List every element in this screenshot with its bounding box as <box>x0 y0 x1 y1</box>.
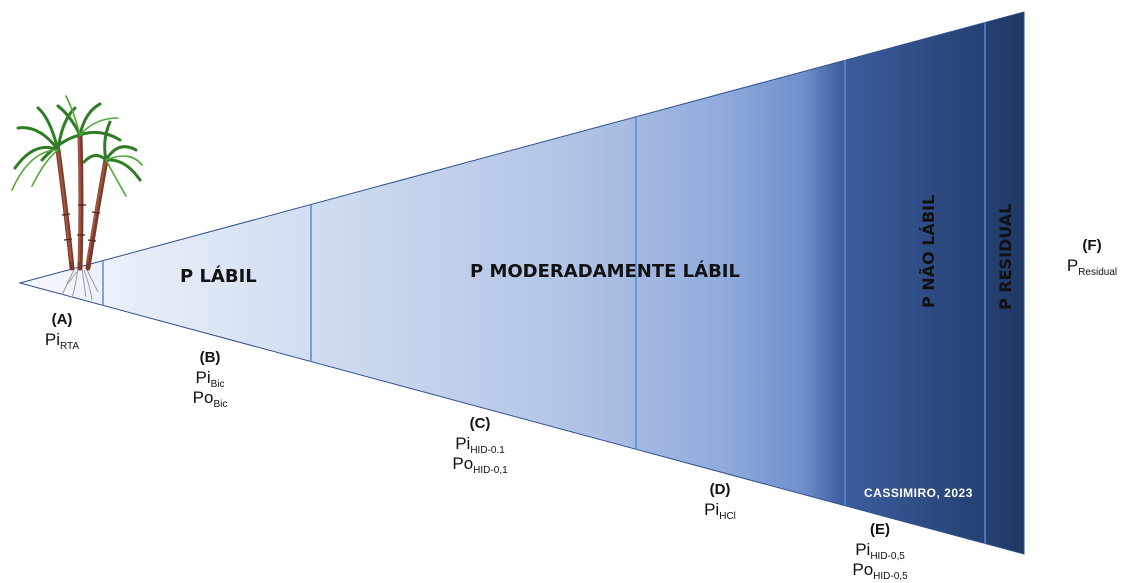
fraction-b-letter: (B) <box>199 349 221 366</box>
fraction-c: (C) PiHID-0.1 PoHID-0,1 <box>425 414 535 476</box>
fraction-d-line-1: PiHCl <box>704 500 736 522</box>
region-label-residual: P RESIDUAL <box>996 203 1015 310</box>
fraction-a-letter: (A) <box>51 311 73 328</box>
fraction-f-line-1: PResidual <box>1066 256 1118 278</box>
fraction-f-letter: (F) <box>1082 237 1102 254</box>
fraction-d: (D) PiHCl <box>680 480 760 522</box>
fraction-d-letter: (D) <box>709 481 731 498</box>
fraction-b-line-1: PiBic <box>195 368 225 390</box>
region-label-labil: P LÁBIL <box>180 266 257 287</box>
fraction-e-line-2: PoHID-0,5 <box>852 560 908 582</box>
fraction-b: (B) PiBic PoBic <box>170 348 250 410</box>
author-credit: CASSIMIRO, 2023 <box>864 486 973 500</box>
fraction-f: (F) PResidual <box>1048 236 1136 278</box>
fraction-c-line-1: PiHID-0.1 <box>455 434 505 456</box>
fraction-e-letter: (E) <box>870 521 890 538</box>
fraction-b-line-2: PoBic <box>192 388 228 410</box>
region-label-nao-labil: P NÃO LÁBIL <box>919 194 938 308</box>
fraction-e: (E) PiHID-0,5 PoHID-0,5 <box>825 520 935 582</box>
phosphorus-wedge <box>18 11 1025 555</box>
fraction-c-letter: (C) <box>469 415 491 432</box>
fraction-e-line-1: PiHID-0,5 <box>855 540 905 562</box>
fraction-a: (A) PiRTA <box>22 310 102 352</box>
fraction-c-line-2: PoHID-0,1 <box>452 454 508 476</box>
fraction-a-line-1: PiRTA <box>44 330 80 352</box>
region-label-moderadamente-labil: P MODERADAMENTE LÁBIL <box>470 261 740 282</box>
sugarcane-plant-icon <box>11 95 143 301</box>
